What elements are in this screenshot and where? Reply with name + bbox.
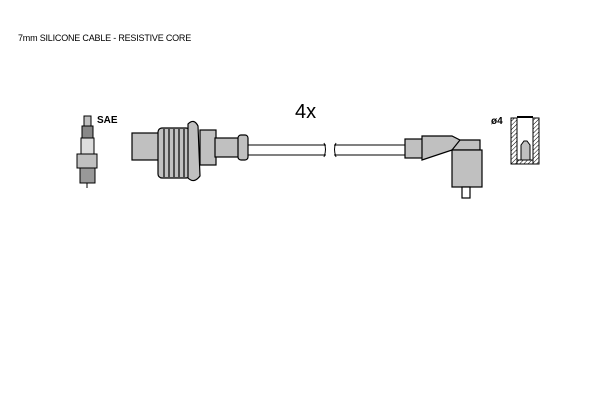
terminal-section-icon bbox=[510, 116, 540, 165]
cable bbox=[248, 142, 405, 158]
spark-plug-icon bbox=[76, 115, 98, 188]
coil-boot-angled bbox=[404, 135, 483, 199]
spark-plug-boot bbox=[131, 120, 249, 182]
terminal-diameter-label: ø4 bbox=[491, 116, 503, 127]
quantity-label: 4x bbox=[295, 101, 317, 123]
cable-spec-title: 7mm SILICONE CABLE - RESISTIVE CORE bbox=[18, 33, 192, 43]
plug-type-label: SAE bbox=[97, 115, 118, 126]
